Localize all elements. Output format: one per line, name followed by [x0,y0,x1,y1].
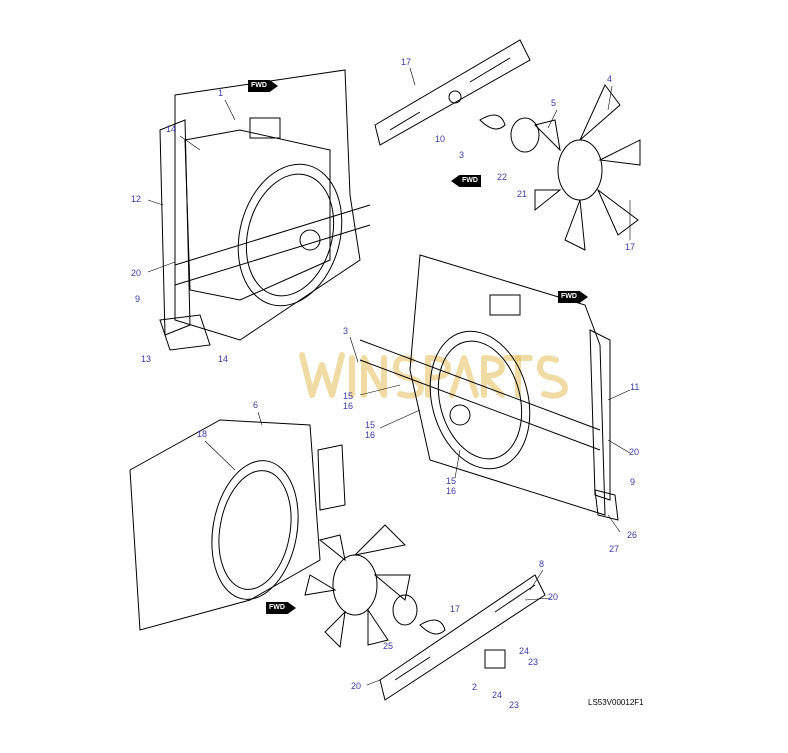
callout-label: 23 [509,700,520,710]
fan-parts-bottom [304,524,446,649]
callout-label: 8 [539,559,545,569]
callout-label: 24 [492,690,503,700]
callout-label: 14 [218,354,229,364]
callout-label: 22 [497,172,508,182]
callout-label: 27 [609,544,620,554]
callout-label: 11 [630,382,640,392]
callout-label: 17 [401,57,412,67]
callout-label: 16 [446,486,457,496]
callout-label: 20 [548,592,559,602]
watermark-logo [299,352,568,399]
callout-label: 17 [625,242,636,252]
fwd-arrow: FWD [451,175,481,187]
callout-label: 25 [383,641,394,651]
callout-label: 15 [343,391,354,401]
callout-label: 2 [472,682,478,692]
callout-label: 15 [365,420,376,430]
fwd-arrow: FWD [558,291,588,303]
callout-label: 5 [551,98,557,108]
callout-label: 4 [607,74,613,84]
callout-label: 16 [343,401,354,411]
callout-label: 16 [365,430,376,440]
fwd-arrow: FWD [266,602,296,614]
leader-lines [147,67,631,686]
callout-label: 20 [629,447,640,457]
callout-label: 9 [630,477,636,487]
callout-label: 6 [253,400,259,410]
drawing-code: LS53V00012F1 [588,698,644,707]
callout-label: 24 [519,646,530,656]
callout-label: 20 [351,681,362,691]
radiator-assembly-upper-left [159,69,371,351]
callout-label: 26 [627,530,638,540]
callout-label: 9 [135,294,141,304]
callout-label: 17 [450,604,461,614]
radiator-assembly-right [359,254,619,521]
callout-label: 20 [131,268,142,278]
callout-label: 3 [459,150,465,160]
fan-shroud-lower-left [129,419,346,631]
callout-label: 23 [528,657,539,667]
callout-label: 13 [141,354,152,364]
callout-label: 3 [343,326,349,336]
fan-bracket-bottom [379,574,546,701]
fan-bracket-top [374,39,531,146]
callout-label: 10 [435,134,446,144]
fwd-arrow: FWD [248,80,278,92]
callout-label: 14 [166,124,177,134]
fan-parts-top [479,84,641,251]
callout-label: 18 [197,429,208,439]
callout-label: 21 [517,189,528,199]
callout-label: 12 [131,194,142,204]
callout-label: 1 [218,88,224,98]
callout-label: 15 [446,476,457,486]
